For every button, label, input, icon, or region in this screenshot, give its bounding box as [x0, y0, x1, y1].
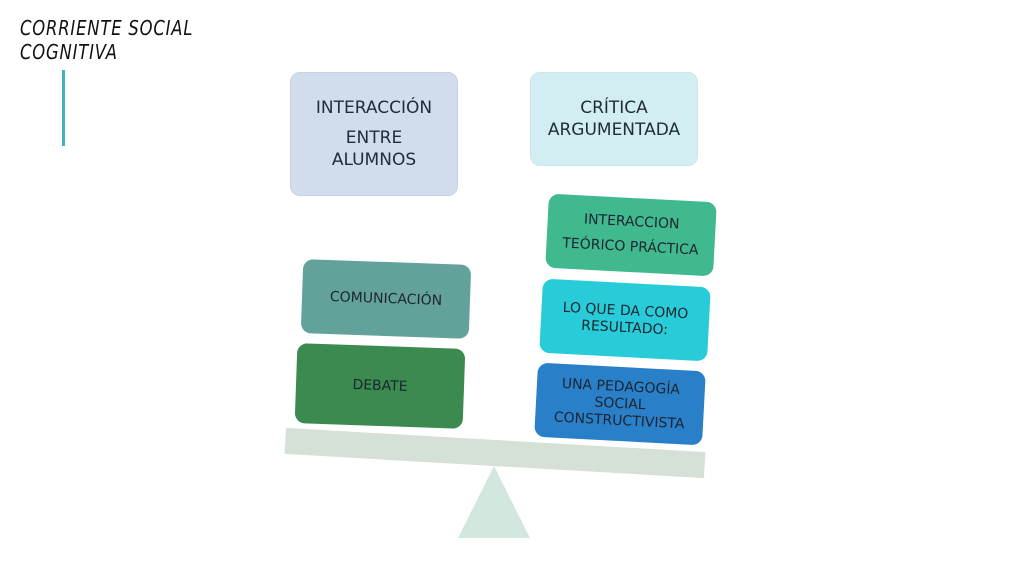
box-teorica-line2: TEÓRICO PRÁCTICA: [561, 235, 699, 259]
slide-title: CORRIENTE SOCIAL COGNITIVA: [20, 16, 193, 64]
box-interaccion-entre-alumnos: INTERACCIÓN ENTRE ALUMNOS: [290, 72, 458, 196]
box-critica-line1: CRÍTICA: [580, 98, 648, 118]
box-resultado-line2: RESULTADO:: [580, 317, 669, 339]
slide-title-line2: COGNITIVA: [20, 40, 118, 64]
box-debate: DEBATE: [294, 343, 466, 429]
accent-bar: [62, 70, 65, 146]
box-teorica-line1: INTERACCION: [583, 211, 680, 233]
box-interaccion-teorico-practica: INTERACCION TEÓRICO PRÁCTICA: [545, 193, 717, 277]
box-critica-line2: ARGUMENTADA: [547, 120, 681, 140]
box-pedagogia-line3: CONSTRUCTIVISTA: [553, 409, 685, 432]
box-lo-que-da-como-resultado: LO QUE DA COMO RESULTADO:: [539, 278, 711, 362]
box-pedagogia-social-constructivista: UNA PEDAGOGÍA SOCIAL CONSTRUCTIVISTA: [534, 362, 706, 446]
box-interaccion-line1: INTERACCIÓN: [315, 98, 433, 118]
balance-fulcrum: [458, 466, 530, 538]
box-interaccion-line3: ALUMNOS: [331, 150, 417, 170]
box-comunicacion: COMUNICACIÓN: [300, 259, 472, 339]
box-interaccion-line2: ENTRE: [345, 128, 403, 148]
slide-title-line1: CORRIENTE SOCIAL: [20, 16, 194, 40]
box-critica-argumentada: CRÍTICA ARGUMENTADA: [530, 72, 698, 166]
box-comunicacion-label: COMUNICACIÓN: [329, 288, 443, 309]
box-debate-label: DEBATE: [352, 376, 408, 395]
